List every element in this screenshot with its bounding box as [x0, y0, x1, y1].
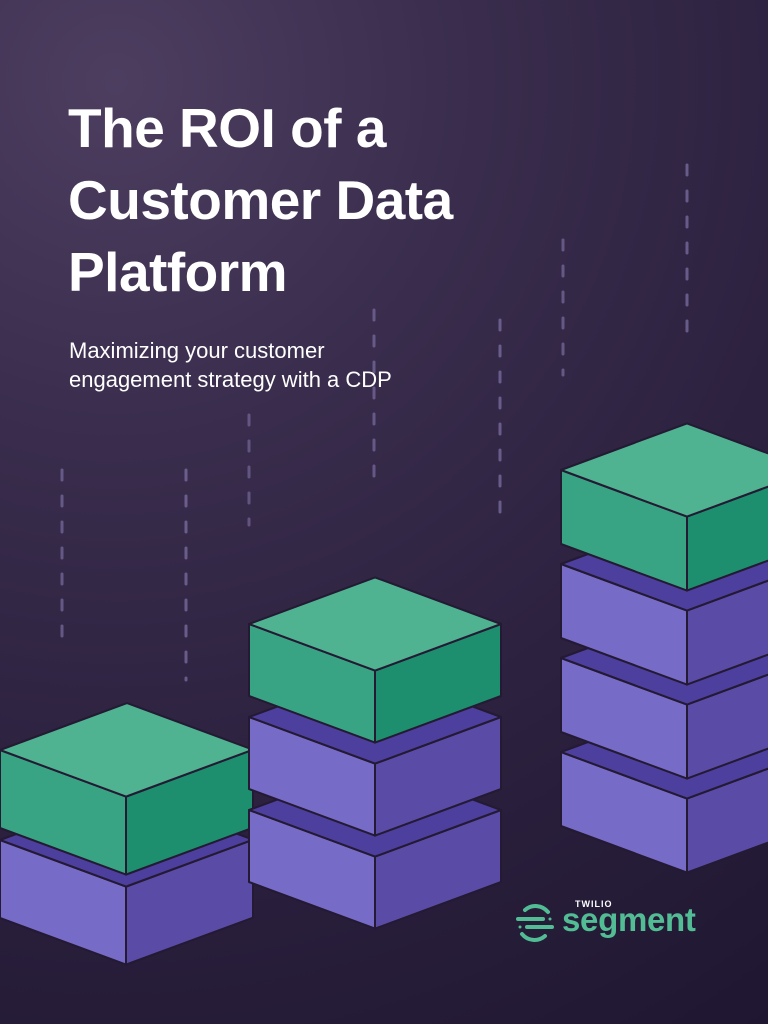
- block-top-face: [560, 422, 768, 518]
- subtitle-line: Maximizing your customer: [69, 338, 325, 363]
- stack-right: [560, 422, 768, 874]
- brand-company-label: TWILIO: [575, 899, 613, 909]
- stack-left: [0, 702, 254, 966]
- segment-logo-icon: [516, 904, 554, 942]
- block-side-face: [686, 673, 768, 780]
- block-side-face: [686, 579, 768, 686]
- brand-product-label: segment: [562, 901, 696, 938]
- dashed-guide-lines: [60, 163, 689, 682]
- block-top-face: [248, 576, 502, 672]
- green-block: [0, 702, 254, 876]
- block-side-face: [686, 767, 768, 874]
- title-line: The ROI of a: [68, 97, 386, 159]
- block-stacks: [0, 422, 768, 966]
- green-block: [248, 576, 502, 744]
- page-subtitle: Maximizing your customer engagement stra…: [69, 336, 529, 394]
- title-line: Platform: [68, 241, 288, 303]
- subtitle-line: engagement strategy with a CDP: [69, 367, 392, 392]
- stack-middle: [248, 576, 502, 930]
- page-title: The ROI of a Customer Data Platform: [68, 92, 588, 308]
- green-block: [560, 422, 768, 592]
- block-side-face: [686, 485, 768, 592]
- title-line: Customer Data: [68, 169, 453, 231]
- twilio-segment-logo: TWILIO segment: [515, 898, 715, 944]
